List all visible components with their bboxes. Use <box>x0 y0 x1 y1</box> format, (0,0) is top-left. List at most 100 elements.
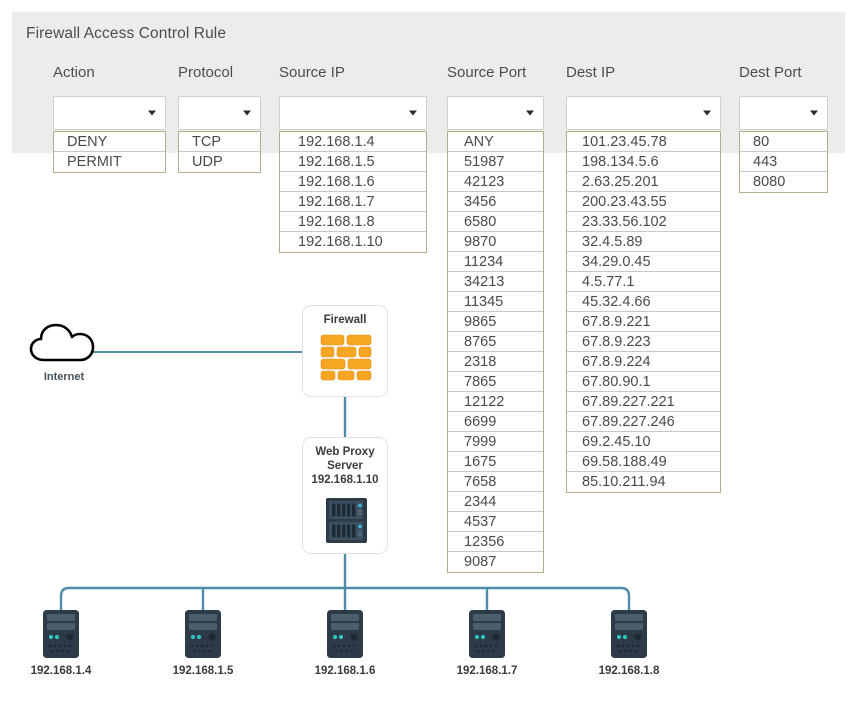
dest-port-option-list[interactable]: 80 443 8080 <box>739 131 828 193</box>
firewall-title: Firewall <box>323 314 367 326</box>
dest-ip-option[interactable]: 32.4.5.89 <box>567 232 720 252</box>
source-port-option[interactable]: 12122 <box>448 392 543 412</box>
source-port-option[interactable]: 51987 <box>448 152 543 172</box>
source-port-option[interactable]: 3456 <box>448 192 543 212</box>
column-dest-port: Dest Port 80 443 8080 <box>739 62 828 193</box>
chevron-down-icon[interactable] <box>409 110 417 116</box>
dest-ip-option[interactable]: 34.29.0.45 <box>567 252 720 272</box>
proxy-title-line2: Server <box>327 460 363 472</box>
source-ip-option[interactable]: 192.168.1.4 <box>280 132 426 152</box>
action-option[interactable]: PERMIT <box>67 154 122 170</box>
column-label-dest-ip: Dest IP <box>566 64 616 81</box>
protocol-option[interactable]: TCP <box>179 132 260 152</box>
column-label-source-port: Source Port <box>447 64 527 81</box>
host-tower-icon[interactable] <box>185 610 221 658</box>
source-ip-select[interactable] <box>279 96 427 130</box>
source-port-option[interactable]: 11234 <box>448 252 543 272</box>
source-port-option[interactable]: 2318 <box>448 352 543 372</box>
source-port-option[interactable]: 4537 <box>448 512 543 532</box>
dest-ip-option[interactable]: 69.58.188.49 <box>567 452 720 472</box>
dest-ip-option[interactable]: 198.134.5.6 <box>567 152 720 172</box>
rack-server-icon <box>326 498 367 543</box>
source-port-option[interactable]: 7658 <box>448 472 543 492</box>
source-ip-option[interactable]: 192.168.1.7 <box>280 192 426 212</box>
dest-port-option[interactable]: 80 <box>740 132 827 152</box>
dest-ip-option[interactable]: 101.23.45.78 <box>567 132 720 152</box>
dest-ip-option[interactable]: 45.32.4.66 <box>567 292 720 312</box>
dest-ip-option[interactable]: 4.5.77.1 <box>567 272 720 292</box>
dest-ip-select[interactable] <box>566 96 721 130</box>
source-ip-option[interactable]: 192.168.1.5 <box>280 152 426 172</box>
action-select[interactable] <box>53 96 166 130</box>
dest-ip-option-list[interactable]: 101.23.45.78 198.134.5.6 2.63.25.201 200… <box>566 131 721 493</box>
host-label: 192.168.1.5 <box>172 665 234 677</box>
dest-port-option[interactable]: 8080 <box>753 174 786 190</box>
host-label: 192.168.1.4 <box>30 665 92 677</box>
protocol-option[interactable]: UDP <box>192 154 223 170</box>
chevron-down-icon[interactable] <box>703 110 711 116</box>
column-label-action: Action <box>53 64 95 81</box>
column-label-dest-port: Dest Port <box>739 64 802 81</box>
dest-ip-option[interactable]: 69.2.45.10 <box>567 432 720 452</box>
firewall-brick-icon <box>320 334 372 381</box>
source-port-option[interactable]: 8765 <box>448 332 543 352</box>
source-port-option[interactable]: 34213 <box>448 272 543 292</box>
column-action: Action DENY PERMIT <box>53 62 166 173</box>
source-port-option[interactable]: ANY <box>448 132 543 152</box>
dest-port-option[interactable]: 443 <box>740 152 827 172</box>
dest-ip-option[interactable]: 67.8.9.221 <box>567 312 720 332</box>
source-ip-option[interactable]: 192.168.1.10 <box>298 234 383 250</box>
column-dest-ip: Dest IP 101.23.45.78 198.134.5.6 2.63.25… <box>566 62 721 493</box>
source-port-option[interactable]: 9087 <box>464 554 497 570</box>
host-tower-icon[interactable] <box>469 610 505 658</box>
source-port-option[interactable]: 6699 <box>448 412 543 432</box>
dest-ip-option[interactable]: 67.8.9.223 <box>567 332 720 352</box>
source-port-option[interactable]: 42123 <box>448 172 543 192</box>
source-port-option-list[interactable]: ANY 51987 42123 3456 6580 9870 11234 342… <box>447 131 544 573</box>
proxy-ip-label: 192.168.1.10 <box>311 474 379 486</box>
source-ip-option-list[interactable]: 192.168.1.4 192.168.1.5 192.168.1.6 192.… <box>279 131 427 253</box>
protocol-option-list[interactable]: TCP UDP <box>178 131 261 173</box>
chevron-down-icon[interactable] <box>526 110 534 116</box>
host-label: 192.168.1.8 <box>598 665 660 677</box>
dest-ip-option[interactable]: 67.8.9.224 <box>567 352 720 372</box>
chevron-down-icon[interactable] <box>810 110 818 116</box>
chevron-down-icon[interactable] <box>243 110 251 116</box>
dest-ip-option[interactable]: 23.33.56.102 <box>567 212 720 232</box>
host-tower-icon[interactable] <box>43 610 79 658</box>
chevron-down-icon[interactable] <box>148 110 156 116</box>
host-label: 192.168.1.7 <box>456 665 518 677</box>
dest-ip-option[interactable]: 67.89.227.246 <box>567 412 720 432</box>
dest-ip-option[interactable]: 2.63.25.201 <box>567 172 720 192</box>
source-port-option[interactable]: 12356 <box>448 532 543 552</box>
dest-ip-option[interactable]: 67.89.227.221 <box>567 392 720 412</box>
host-tower-icon[interactable] <box>611 610 647 658</box>
source-ip-option[interactable]: 192.168.1.6 <box>280 172 426 192</box>
protocol-select[interactable] <box>178 96 261 130</box>
source-port-option[interactable]: 1675 <box>448 452 543 472</box>
source-port-option[interactable]: 6580 <box>448 212 543 232</box>
source-port-option[interactable]: 11345 <box>448 292 543 312</box>
web-proxy-server-node[interactable]: Web Proxy Server 192.168.1.10 <box>302 437 388 554</box>
source-port-option[interactable]: 7865 <box>448 372 543 392</box>
host-label: 192.168.1.6 <box>314 665 376 677</box>
firewall-node[interactable]: Firewall <box>302 305 388 397</box>
source-port-select[interactable] <box>447 96 544 130</box>
source-port-option[interactable]: 2344 <box>448 492 543 512</box>
source-port-option[interactable]: 9870 <box>448 232 543 252</box>
dest-port-select[interactable] <box>739 96 828 130</box>
dest-ip-option[interactable]: 200.23.43.55 <box>567 192 720 212</box>
dest-ip-option[interactable]: 67.80.90.1 <box>567 372 720 392</box>
source-port-option[interactable]: 7999 <box>448 432 543 452</box>
source-port-option[interactable]: 9865 <box>448 312 543 332</box>
proxy-title-line1: Web Proxy <box>315 446 375 458</box>
dest-ip-option[interactable]: 85.10.211.94 <box>582 474 666 490</box>
host-tower-icon[interactable] <box>327 610 363 658</box>
internet-cloud-icon <box>29 323 95 362</box>
action-option-list[interactable]: DENY PERMIT <box>53 131 166 173</box>
column-label-source-ip: Source IP <box>279 64 345 81</box>
action-option[interactable]: DENY <box>54 132 165 152</box>
page-title: Firewall Access Control Rule <box>26 25 227 42</box>
source-ip-option[interactable]: 192.168.1.8 <box>280 212 426 232</box>
